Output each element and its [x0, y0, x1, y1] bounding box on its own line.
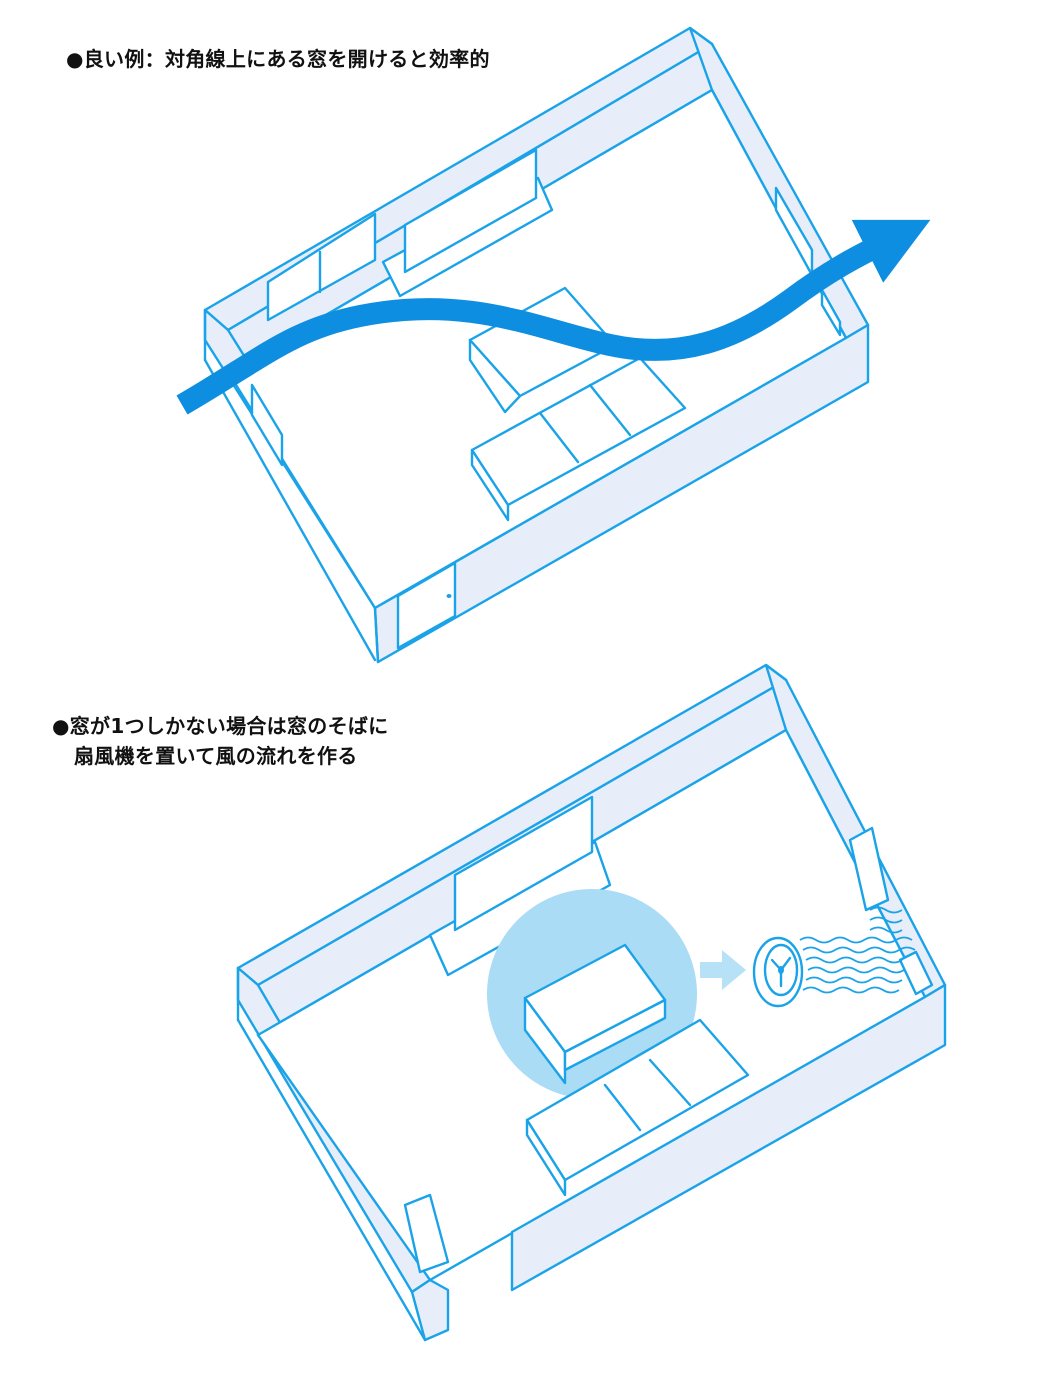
room-bottom-single-window	[236, 663, 947, 1342]
caption-one-window-line1: ●窓が1つしかない場合は窓のそばに	[52, 714, 389, 738]
wave-arrow-icon	[176, 219, 931, 415]
left-wall-window	[250, 383, 284, 467]
back-wall-window	[266, 212, 377, 322]
front-wall	[510, 983, 947, 1292]
door	[396, 561, 457, 650]
fan-icon	[752, 936, 804, 1008]
right-wall-window-lower	[820, 288, 842, 337]
door-knob	[446, 594, 452, 598]
tv	[403, 148, 538, 274]
right-wall-window	[848, 826, 890, 912]
tv	[453, 795, 594, 932]
caption-good-example: ●良い例：対角線上にある窓を開けると効率的	[66, 47, 490, 71]
room-top-diagonal-windows	[176, 26, 931, 664]
arrow-right-icon	[700, 950, 746, 990]
caption-one-window-line2: 扇風機を置いて風の流れを作る	[74, 744, 358, 768]
wind-lines	[799, 906, 916, 994]
